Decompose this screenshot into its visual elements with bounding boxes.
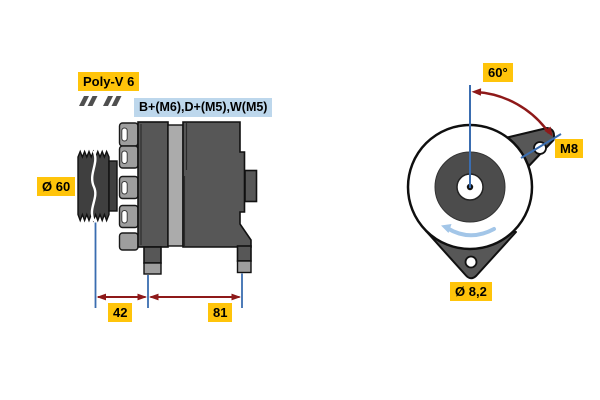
m8-axis-line [520, 133, 562, 159]
front-housing [137, 121, 169, 248]
dimension-arrow-42 [96, 293, 147, 301]
terminals-label: B+(M6),D+(M5),W(M5) [134, 98, 273, 117]
thread-size-label: M8 [555, 139, 584, 158]
break-line-icon [90, 150, 97, 222]
dimension-42-label: 42 [108, 303, 133, 322]
belt-profile-icon [79, 96, 98, 106]
pulley-diameter-label: Ø 60 [37, 177, 76, 196]
mounting-foot-rear [236, 245, 252, 262]
mount-angle-label: 60° [483, 63, 513, 82]
dimension-81-label: 81 [208, 303, 233, 322]
mounting-foot-rear-bushing [236, 260, 252, 274]
angle-arc-arrow-icon [471, 88, 553, 137]
rear-housing [182, 121, 252, 248]
mounting-foot-front-bushing [143, 262, 162, 275]
rear-view [406, 85, 562, 280]
terminal-stud [244, 169, 258, 203]
bottom-lug-hole [464, 255, 478, 269]
side-view [77, 96, 258, 308]
belt-profile-icon [103, 96, 122, 106]
cooling-fins [118, 122, 139, 251]
mount-hole-diameter-label: Ø 8,2 [450, 282, 492, 301]
dimension-arrow-81 [149, 293, 241, 301]
top-mounting-lug [500, 127, 556, 170]
rotation-arrow-icon [441, 224, 496, 238]
mounting-foot-front [143, 246, 162, 264]
dimension-extension-lines [94, 222, 243, 308]
pulley-hub [108, 160, 118, 212]
stator-band [167, 124, 184, 247]
belt-type-label: Poly-V 6 [78, 72, 140, 91]
